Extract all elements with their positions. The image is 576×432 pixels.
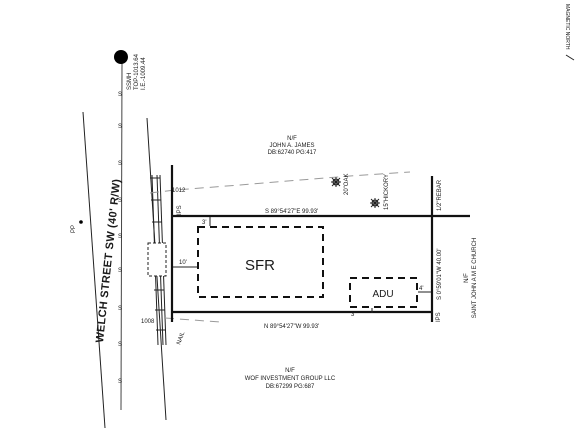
svg-text:N/F: N/F bbox=[285, 368, 295, 374]
svg-text:TOP-1013.64: TOP-1013.64 bbox=[134, 53, 140, 90]
svg-text:WOF INVESTMENT GROUP LLC: WOF INVESTMENT GROUP LLC bbox=[245, 376, 336, 382]
sewer-s-marks: S S S S S S S S S bbox=[118, 92, 122, 385]
street-edge-line-west bbox=[82, 111, 106, 429]
svg-text:S: S bbox=[118, 234, 122, 240]
sfr-label: SFR bbox=[245, 257, 275, 274]
svg-text:S: S bbox=[118, 268, 122, 274]
svg-text:SSMH: SSMH bbox=[127, 73, 133, 90]
svg-text:S: S bbox=[118, 306, 122, 312]
oak-tree-symbol bbox=[331, 177, 341, 187]
south-bearing-label: N 89°54'27"W 99.93' bbox=[264, 324, 319, 330]
svg-text:S: S bbox=[118, 342, 122, 348]
driveway-apron bbox=[147, 242, 167, 277]
manhole-label: SSMH TOP-1013.64 I.E.-1009.44 bbox=[127, 53, 147, 90]
hickory-tree-symbol bbox=[370, 198, 380, 208]
neighbor-south-label: N/F WOF INVESTMENT GROUP LLC DB:67299 PG… bbox=[245, 368, 336, 390]
hickory-tree-label: 15"HICKORY bbox=[384, 174, 390, 210]
neighbor-north-label: N/F JOHN A. JAMES DB:62740 PG:417 bbox=[268, 136, 317, 156]
svg-text:SAINT JOHN A M E CHURCH: SAINT JOHN A M E CHURCH bbox=[472, 238, 478, 319]
oak-tree-label: 20"OAK bbox=[344, 174, 350, 195]
contour-line-1012 bbox=[149, 171, 411, 194]
svg-text:I.E.-1009.44: I.E.-1009.44 bbox=[141, 57, 147, 90]
svg-text:S: S bbox=[118, 92, 122, 98]
power-pole-symbol bbox=[79, 220, 83, 224]
north-arrow-tick bbox=[565, 54, 575, 61]
north-setback-label: 3' bbox=[202, 220, 206, 226]
neighbor-east-label: N/F SAINT JOHN A M E CHURCH bbox=[464, 238, 478, 319]
front-setback-label: 10' bbox=[179, 260, 187, 266]
contour-label-1012: 1012 bbox=[172, 188, 186, 194]
ips-top-label: IPS bbox=[177, 205, 183, 215]
power-pole-label: PP bbox=[71, 225, 77, 233]
svg-text:S: S bbox=[118, 379, 122, 385]
adu-label: ADU bbox=[372, 289, 393, 300]
adu-rear-label: 3' bbox=[351, 312, 355, 318]
east-bearing-label: S 0°59'01"W 40.00' bbox=[437, 248, 443, 300]
ips-bottom-label: IPS bbox=[436, 312, 442, 322]
svg-text:S: S bbox=[118, 198, 122, 204]
svg-text:JOHN A. JAMES: JOHN A. JAMES bbox=[269, 143, 314, 149]
sewer-line bbox=[120, 61, 123, 411]
contour-label-1008: 1008 bbox=[141, 319, 155, 325]
nail-label: NAIL bbox=[176, 330, 186, 345]
svg-text:S: S bbox=[118, 161, 122, 167]
svg-text:N/F: N/F bbox=[287, 136, 297, 142]
adu-side-label: 4' bbox=[419, 286, 423, 292]
sfr-footprint bbox=[197, 226, 324, 298]
north-arrow-label: MAGNETIC NORTH bbox=[564, 4, 570, 50]
svg-text:DB:67299 PG:687: DB:67299 PG:687 bbox=[266, 384, 315, 390]
manhole-symbol bbox=[114, 50, 128, 64]
svg-text:DB:62740 PG:417: DB:62740 PG:417 bbox=[268, 150, 317, 156]
rebar-label: 1/2"REBAR bbox=[437, 179, 443, 211]
street-name-label: WELCH STREET SW (40' R/W) bbox=[94, 178, 123, 343]
north-bearing-label: S 89°54'27"E 99.93' bbox=[265, 209, 318, 215]
contour-line-1008 bbox=[164, 317, 221, 323]
svg-text:S: S bbox=[118, 124, 122, 130]
svg-text:N/F: N/F bbox=[464, 273, 470, 283]
